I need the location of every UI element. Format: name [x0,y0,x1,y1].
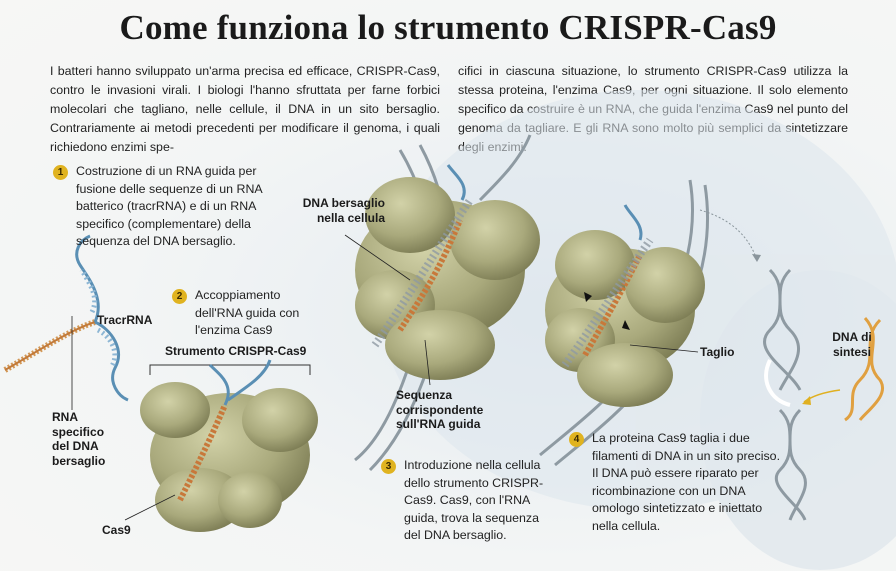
label-dna-sintesi: DNA di sintesi [832,330,872,359]
step-2-text: Accoppiamento dell'RNA guida con l'enzim… [195,288,300,337]
intro-text-left: I batteri hanno sviluppato un'arma preci… [50,64,440,154]
label-taglio: Taglio [700,345,735,359]
cas9-on-dna-step3 [344,134,540,472]
label-sequenza-corrispondente: Sequenza corrispondente sull'RNA guida [396,388,484,431]
cas9-cut-step4 [539,179,761,467]
page-title: Come funziona lo strumento CRISPR-Cas9 [119,8,777,47]
label-tracrrna: TracrRNA [97,313,153,327]
strumento-bracket [149,364,311,375]
cas9-protein-step2 [124,359,318,532]
repaired-dna [763,268,807,521]
label-rna-specifico: RNA specifico del DNA bersaglio [52,410,106,468]
step-2-badge: 2 [172,289,187,304]
synthetic-dna [802,316,884,422]
step-4-text: La proteina Cas9 taglia i due filamenti … [592,431,781,533]
label-cas9: Cas9 [102,523,131,537]
step-3-text: Introduzione nella cellula dello strumen… [404,458,544,542]
step-1-text: Costruzione di un RNA guida per fusione … [76,164,262,248]
label-strumento-crispr: Strumento CRISPR-Cas9 [165,344,307,358]
step-3-badge: 3 [381,459,396,474]
label-dna-bersaglio: DNA bersaglio nella cellula [302,196,385,225]
step-4-badge: 4 [569,432,584,447]
step-1-badge: 1 [53,165,68,180]
guide-rna-illustration [3,234,129,410]
